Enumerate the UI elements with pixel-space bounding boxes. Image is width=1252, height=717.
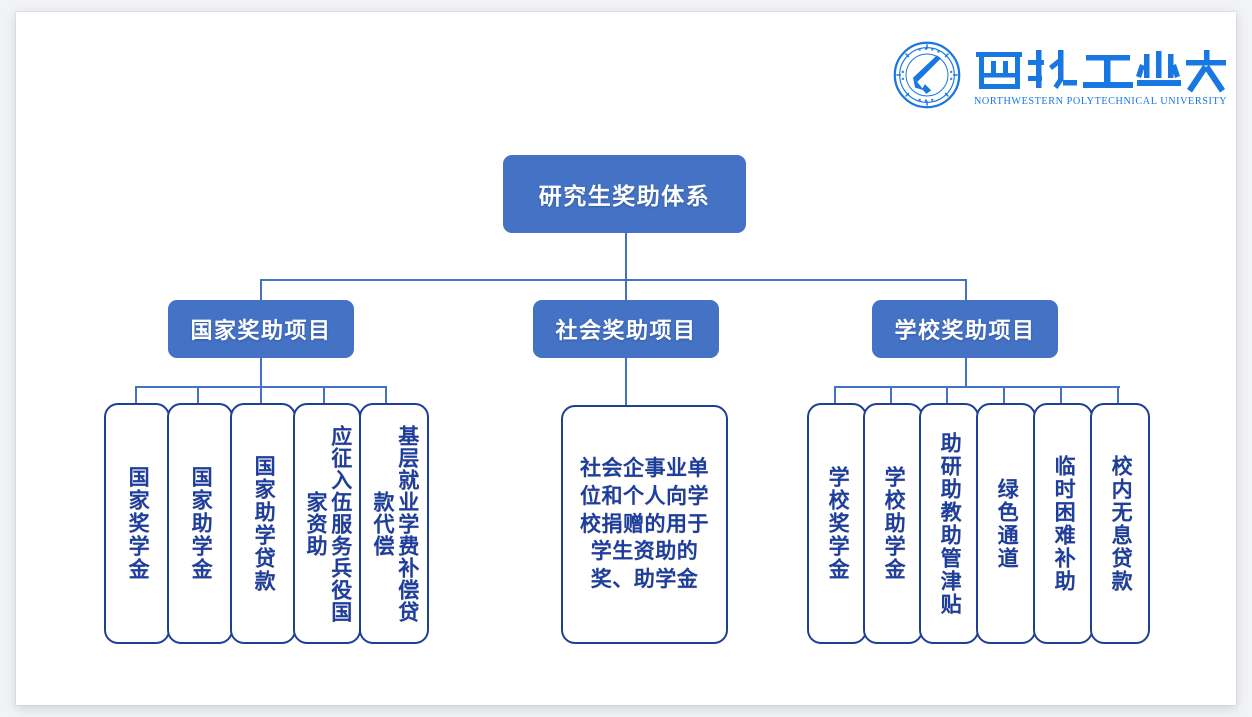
connector-root-bus (260, 279, 967, 281)
connector-national-leaf-1 (135, 386, 137, 403)
node-root[interactable]: 研究生奖助体系 (503, 155, 746, 233)
nwpu-seal-emblem-icon (893, 41, 961, 109)
university-chinese-wordmark-icon (976, 50, 1226, 93)
leaf-label: 国家奖学金 (126, 466, 150, 581)
node-branch-school[interactable]: 学校奖助项目 (872, 300, 1058, 358)
connector-national-leaf-2 (197, 386, 199, 403)
leaf-label: 社会企事业单位和个人向学校捐赠的用于学生资助的奖、助学金 (580, 457, 709, 592)
university-logo: NORTHWESTERN POLYTECHNICAL UNIVERSITY (878, 34, 1228, 120)
connector-school-leaf-2 (890, 386, 892, 403)
leaf-label: 绿色通道 (995, 477, 1019, 570)
leaf-label: 应征入伍服务兵役国家资助 (304, 424, 352, 623)
connector-school-leaf-1 (834, 386, 836, 403)
leaf-label: 校内无息贷款 (1109, 454, 1133, 593)
leaf-label: 助研助教助管津贴 (938, 431, 962, 616)
node-branch-national[interactable]: 国家奖助项目 (168, 300, 354, 358)
connector-drop-school (965, 279, 967, 302)
connector-drop-national (260, 279, 262, 302)
leaf-label: 学校奖学金 (826, 466, 850, 581)
leaf-label: 基层就业学费补偿贷款代偿 (371, 424, 419, 623)
leaf-national-3[interactable]: 国家助学贷款 (230, 403, 296, 644)
leaf-school-6[interactable]: 校内无息贷款 (1090, 403, 1150, 644)
connector-national-leaf-4 (323, 386, 325, 403)
leaf-school-1[interactable]: 学校奖学金 (807, 403, 867, 644)
connector-school-bus (834, 386, 1120, 388)
connector-national-stem (260, 357, 262, 387)
leaf-label: 国家助学金 (189, 466, 213, 581)
leaf-label: 国家助学贷款 (252, 454, 276, 593)
connector-school-leaf-5 (1060, 386, 1062, 403)
connector-school-stem (965, 357, 967, 387)
leaf-label: 临时困难补助 (1052, 454, 1076, 593)
leaf-school-4[interactable]: 绿色通道 (976, 403, 1036, 644)
leaf-national-5[interactable]: 基层就业学费补偿贷款代偿 (359, 403, 429, 644)
leaf-label: 学校助学金 (882, 466, 906, 581)
leaf-national-2[interactable]: 国家助学金 (167, 403, 233, 644)
university-english-wordmark: NORTHWESTERN POLYTECHNICAL UNIVERSITY (974, 96, 1228, 107)
connector-social-stem (625, 358, 627, 405)
node-branch-social[interactable]: 社会奖助项目 (533, 300, 719, 358)
connector-school-leaf-3 (946, 386, 948, 403)
connector-root-stem (625, 232, 627, 280)
leaf-national-4[interactable]: 应征入伍服务兵役国家资助 (293, 403, 361, 644)
leaf-social-1[interactable]: 社会企事业单位和个人向学校捐赠的用于学生资助的奖、助学金 (561, 405, 728, 644)
leaf-school-3[interactable]: 助研助教助管津贴 (919, 403, 979, 644)
connector-national-leaf-5 (385, 386, 387, 403)
leaf-school-5[interactable]: 临时困难补助 (1033, 403, 1093, 644)
connector-school-leaf-4 (1003, 386, 1005, 403)
slide-canvas: NORTHWESTERN POLYTECHNICAL UNIVERSITY 研究… (16, 12, 1236, 705)
connector-national-leaf-3 (260, 386, 262, 403)
connector-school-leaf-6 (1117, 386, 1119, 403)
leaf-school-2[interactable]: 学校助学金 (863, 403, 923, 644)
leaf-national-1[interactable]: 国家奖学金 (104, 403, 170, 644)
connector-drop-social (625, 279, 627, 302)
